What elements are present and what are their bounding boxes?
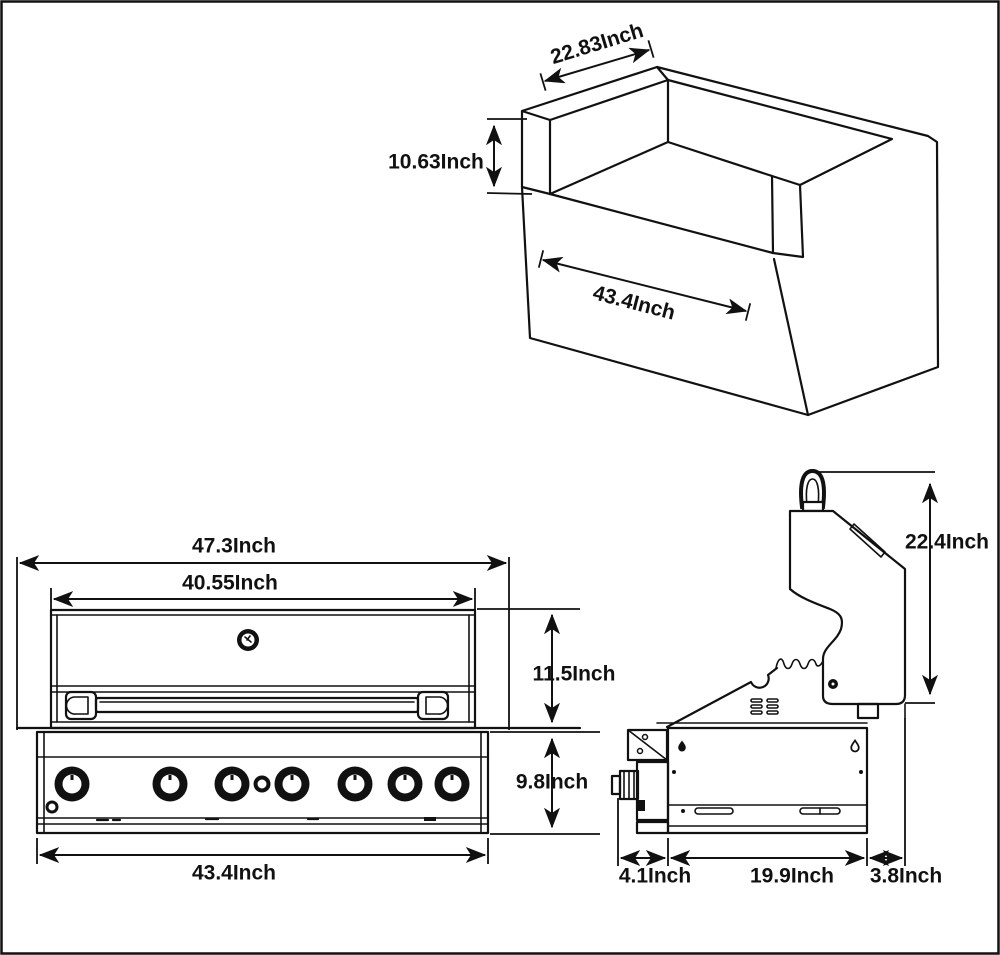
dim-label-front-panel-height: 9.8Inch [516, 771, 588, 794]
dim-island-back-width: 22.83Inch [539, 19, 655, 91]
firebox-side [656, 722, 869, 835]
island-seat-edges [548, 140, 810, 417]
dim-front-overall-width: 47.3Inch [20, 535, 506, 564]
panel-light-button [45, 800, 59, 814]
dim-label-island-back-width: 22.83Inch [548, 19, 646, 69]
dim-side-overall-height: 22.4Inch [813, 471, 989, 704]
dim-front-hood-width: 40.55Inch [50, 572, 476, 610]
side-vent-slots [750, 698, 779, 715]
control-panel-front [35, 730, 490, 835]
thermometer-icon [237, 629, 259, 651]
dim-label-front-overall-width: 47.3Inch [192, 535, 276, 558]
dim-label-side-body-depth: 19.9Inch [750, 865, 834, 888]
panel-vent-dash [424, 817, 436, 821]
island-back-wall-rim [666, 78, 894, 187]
grill-front-view: 47.3Inch 40.55Inch 11.5Inch 9.8Inch 43. [15, 535, 616, 885]
hood-profile-side [788, 509, 907, 706]
island-cutout-isometric-view: 22.83Inch 10.63Inch 43.4Inch [388, 19, 940, 417]
lid-knob-side [799, 468, 826, 513]
island-left-arm [520, 65, 670, 196]
island-outline [520, 65, 940, 417]
burner-knob [54, 766, 90, 802]
dim-side-front-overhang: 4.1Inch [617, 798, 691, 888]
dim-label-front-hood-width: 40.55Inch [182, 572, 278, 595]
side-shelf-slope [665, 666, 779, 729]
burner-knob [274, 766, 310, 802]
valve-step [635, 820, 670, 835]
gas-valve-side [610, 760, 670, 835]
igniter-button [253, 775, 271, 793]
dim-island-wall-height: 10.63Inch [388, 118, 533, 195]
dim-front-panel-height: 9.8Inch [490, 731, 600, 835]
hood-handle [64, 690, 450, 721]
dim-label-front-body-width: 43.4Inch [192, 862, 276, 885]
dim-label-island-opening-width: 43.4Inch [590, 281, 677, 324]
dim-label-island-wall-height: 10.63Inch [388, 151, 484, 174]
side-grate-coil [775, 658, 824, 670]
burner-knob [337, 766, 373, 802]
grill-hood-front [49, 608, 477, 730]
side-mount-bracket [626, 728, 669, 762]
rivet-dot [681, 809, 685, 813]
dim-side-body-depth: 19.9Inch [671, 838, 868, 888]
dim-label-side-rear-overhang: 3.8Inch [870, 865, 942, 888]
mount-hole [850, 738, 860, 753]
burner-knob [434, 766, 470, 802]
rivet-dot [672, 770, 676, 774]
dim-front-hood-height: 11.5Inch [477, 608, 616, 722]
burner-knob [152, 766, 188, 802]
mount-hole [678, 740, 686, 752]
dim-label-front-hood-height: 11.5Inch [533, 663, 616, 686]
island-right-wall-end [770, 174, 805, 259]
burner-knob-row [54, 766, 470, 802]
hood-side-screw [828, 679, 838, 689]
grill-side-view: 22.4Inch 4.1Inch 19.9Inch 3.8Inch [610, 468, 989, 888]
valve-fitting [637, 800, 645, 811]
burner-knob [387, 766, 423, 802]
rivet-dot [859, 770, 863, 774]
dim-island-opening-width: 43.4Inch [537, 250, 752, 325]
dim-front-body-width: 43.4Inch [36, 838, 489, 885]
burner-knob [214, 766, 250, 802]
dim-label-side-overall-height: 22.4Inch [905, 531, 989, 554]
dim-label-side-front-overhang: 4.1Inch [619, 865, 691, 888]
rear-bracket-side [856, 702, 880, 720]
hood-side-handle [849, 523, 886, 558]
louver-slot [694, 807, 734, 815]
dim-side-rear-overhang: 3.8Inch [870, 718, 942, 888]
